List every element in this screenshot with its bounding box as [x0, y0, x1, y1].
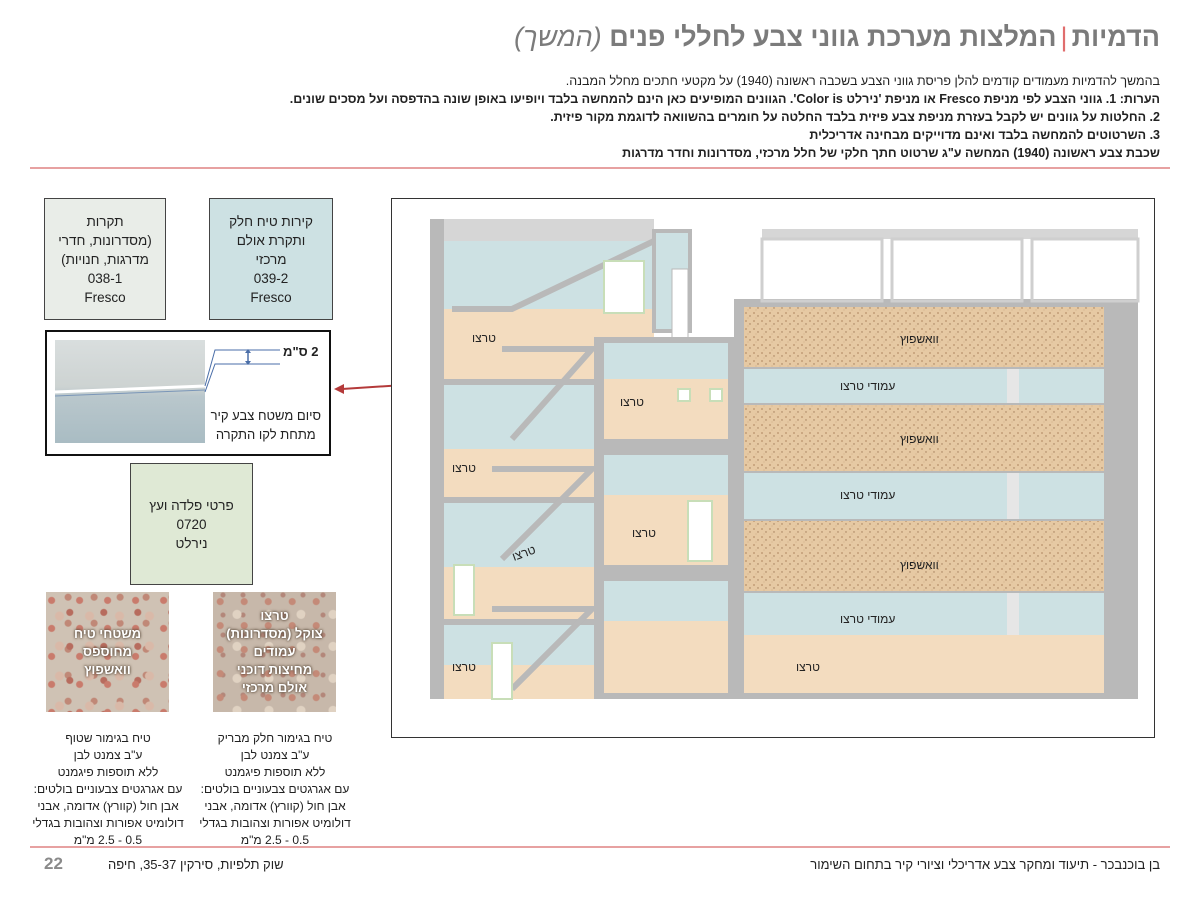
- corridor-block: [604, 343, 728, 693]
- plaster-desc-5: אבן חול (קוורץ) אדומה, אבני: [37, 799, 179, 813]
- label-columns-1: עמודי טרצו: [840, 379, 895, 393]
- roof-slab-left: [444, 219, 654, 241]
- swatch-ceilings-brand: Fresco: [84, 289, 126, 305]
- detail-lines: [55, 349, 280, 397]
- swatch-steel-code: 0720: [176, 516, 207, 532]
- terrazzo-desc-7: 0.5 - 2.5 מ"מ: [240, 833, 310, 847]
- column-band-2: [744, 473, 1104, 519]
- swatch-steel-wood: פרטי פלדה ועץ 0720 נירלט: [130, 463, 253, 585]
- hall-terrazzo-floor: [744, 635, 1104, 693]
- label-columns-2: עמודי טרצו: [840, 488, 895, 502]
- plaster-desc-6: דולומיט אפורות וצהובות בגדלי: [32, 816, 184, 830]
- washpotz-band-2: [744, 405, 1104, 471]
- top-divider: [30, 167, 1170, 169]
- texture-rough-plaster: משטחי טיח מחוספס וואשפוץ: [46, 592, 169, 712]
- swatch-ceilings: תקרות (מסדרונות, חדרי מדרגות, חנויות) 03…: [44, 198, 166, 320]
- title-main: הדמיות: [1071, 22, 1160, 52]
- washpotz-band-1: [744, 307, 1104, 367]
- label-terrazzo-1: טרצו: [472, 331, 496, 345]
- terrazzo-desc-5: אבן חול (קוורץ) אדומה, אבני: [204, 799, 346, 813]
- intro-line-2: הערות: 1. גווני הצבע לפי מניפת Fresco או…: [289, 92, 1160, 106]
- swatch-ceilings-code: 038-1: [87, 270, 123, 286]
- texture-plaster-l1: משטחי טיח: [73, 626, 142, 641]
- swatch-steel-brand: נירלט: [175, 535, 208, 551]
- swatch-walls: קירות טיח חלק ותקרת אולם מרכזי 039-2 Fre…: [209, 198, 333, 320]
- swatch-walls-l1: קירות טיח חלק: [229, 213, 313, 229]
- swatch-walls-l3: מרכזי: [255, 251, 287, 267]
- page-title: הדמיות|המלצות מערכת גווני צבע לחללי פנים…: [514, 22, 1160, 53]
- column-band-1: [744, 369, 1104, 403]
- swatch-ceilings-l3: מדרגות, חנויות): [61, 251, 149, 267]
- swatch-walls-brand: Fresco: [250, 289, 292, 305]
- page-number: 22: [44, 854, 63, 873]
- title-sub: (המשך): [514, 22, 602, 52]
- label-terrazzo-hall: טרצו: [796, 660, 820, 674]
- plaster-description: טיח בגימור שטוף ע"ב צמנט לבן ללא תוספות …: [28, 730, 188, 849]
- detail-dimension: 2 ס"מ: [283, 344, 319, 359]
- label-columns-3: עמודי טרצו: [840, 612, 895, 626]
- label-washpotz-3: וואשפוץ: [900, 558, 939, 572]
- texture-terrazzo-l2: צוקל (מסדרונות): [226, 626, 323, 641]
- intro-line-1: בהמשך להדמיות מעמודים קודמים להלן פריסת …: [565, 74, 1160, 88]
- swatch-ceilings-l1: תקרות: [86, 213, 124, 229]
- label-terrazzo-2: טרצו: [452, 461, 476, 475]
- intro-line-3: 2. החלטות על גוונים יש לקבל בעזרת מניפת …: [550, 110, 1160, 124]
- section-drawing: טרצו טרצו טרצו טרצו טרצו טרצו טרצו וואשפ…: [391, 198, 1155, 738]
- central-hall: [744, 307, 1104, 693]
- terrazzo-desc-4: עם אגרגטים צבעוניים בולטים:: [200, 782, 350, 796]
- plaster-desc-3: ללא תוספות פיגמנט: [57, 765, 159, 779]
- terrazzo-desc-2: ע"ב צמנט לבן: [240, 748, 310, 762]
- title-rest: המלצות מערכת גווני צבע לחללי פנים: [609, 22, 1057, 52]
- swatch-ceilings-l2: (מסדרונות, חדרי: [58, 232, 152, 248]
- drawing-caption: שכבת צבע ראשונה (1940) המחשה ע"ג שרטוט ח…: [622, 146, 1160, 160]
- detail-label: סיום משטח צבע קיר מתחת לקו התקרה: [211, 406, 321, 444]
- column-band-3: [744, 593, 1104, 635]
- swatch-walls-code: 039-2: [253, 270, 289, 286]
- intro-notes: בהמשך להדמיות מעמודים קודמים להלן פריסת …: [160, 72, 1160, 144]
- terrazzo-description: טיח בגימור חלק מבריק ע"ב צמנט לבן ללא תו…: [195, 730, 355, 849]
- section-drawing-svg: טרצו טרצו טרצו טרצו טרצו טרצו טרצו וואשפ…: [430, 219, 1140, 700]
- label-terrazzo-4: טרצו: [632, 526, 656, 540]
- label-terrazzo-3: טרצו: [620, 395, 644, 409]
- texture-plaster-l3: וואשפוץ: [84, 662, 131, 677]
- footer-author: בן בוכנבכר - תיעוד ומחקר צבע אדריכלי וצי…: [810, 857, 1160, 872]
- texture-terrazzo-l5: אולם מרכזי: [241, 680, 308, 695]
- texture-terrazzo-l3: עמודים: [253, 644, 296, 659]
- swatch-steel-l1: פרטי פלדה ועץ: [149, 497, 234, 513]
- label-terrazzo-5: טרצו: [452, 660, 476, 674]
- texture-terrazzo: טרצו צוקל (מסדרונות) עמודים מחיצות דוכני…: [213, 592, 336, 712]
- roof-slab-right: [762, 229, 1138, 239]
- intro-line-4: 3. השרטוטים להמחשה בלבד ואינם מדוייקים מ…: [809, 128, 1160, 142]
- texture-terrazzo-l4: מחיצות דוכני: [236, 662, 313, 677]
- plaster-desc-7: 0.5 - 2.5 מ"מ: [73, 833, 143, 847]
- label-washpotz-1: וואשפוץ: [900, 332, 939, 346]
- label-washpotz-2: וואשפוץ: [900, 432, 939, 446]
- texture-terrazzo-l1: טרצו: [260, 608, 289, 623]
- title-separator: |: [1060, 22, 1068, 52]
- ceiling-line-detail: 2 ס"מ סיום משטח צבע קיר מתחת לקו התקרה: [45, 330, 331, 456]
- terrazzo-desc-6: דולומיט אפורות וצהובות בגדלי: [199, 816, 351, 830]
- washpotz-band-3: [744, 521, 1104, 591]
- texture-plaster-l2: מחוספס: [83, 644, 132, 659]
- outer-wall-left: [430, 219, 444, 699]
- terrazzo-desc-3: ללא תוספות פיגמנט: [224, 765, 326, 779]
- bottom-divider: [30, 846, 1170, 848]
- detail-label-l2: מתחת לקו התקרה: [215, 427, 316, 442]
- detail-label-l1: סיום משטח צבע קיר: [210, 408, 321, 423]
- swatch-walls-l2: ותקרת אולם: [236, 232, 306, 248]
- terrazzo-desc-1: טיח בגימור חלק מבריק: [217, 731, 333, 745]
- plaster-desc-1: טיח בגימור שטוף: [65, 731, 151, 745]
- plaster-desc-2: ע"ב צמנט לבן: [73, 748, 143, 762]
- footer-address: שוק תלפיות, סירקין 35-37, חיפה: [108, 857, 284, 872]
- plaster-desc-4: עם אגרגטים צבעוניים בולטים:: [33, 782, 183, 796]
